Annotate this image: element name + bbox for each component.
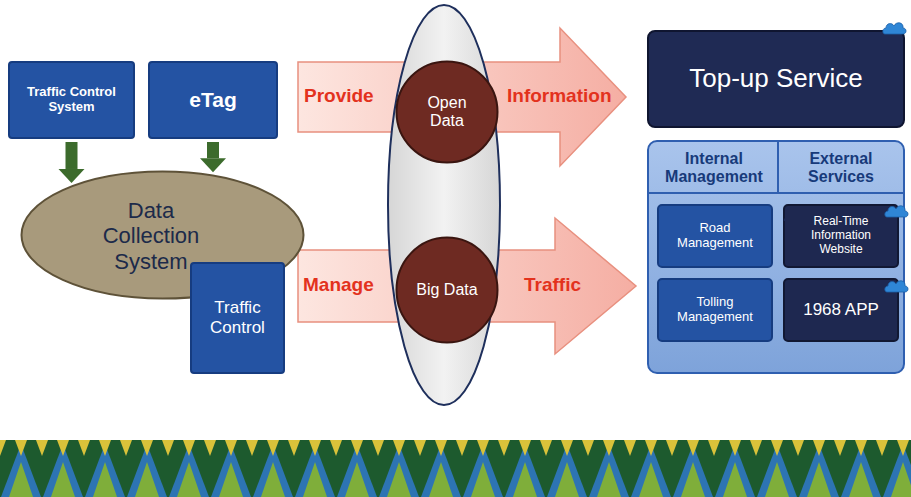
panel-heading: Internal Management — [653, 150, 775, 187]
header-divider — [777, 142, 779, 192]
node-label: eTag — [189, 88, 236, 112]
text-area: Road Management — [663, 210, 767, 262]
process-box: Traffic Control — [190, 262, 285, 374]
node-label: Tolling Management — [663, 295, 767, 325]
text-area: Big Data — [411, 252, 484, 328]
node-label: Open Data — [411, 94, 484, 131]
flow-label: Traffic — [524, 274, 581, 296]
cloud-icon — [885, 281, 908, 292]
grouping-oval — [388, 5, 500, 405]
process-box: 1968 APP — [783, 278, 899, 342]
text-area: Top-up Service — [653, 36, 899, 122]
text-area: Traffic Control System — [14, 67, 129, 133]
node-label: Road Management — [663, 221, 767, 251]
flow-label: Provide — [304, 85, 374, 107]
text-area: Tolling Management — [663, 284, 767, 336]
node-label: Traffic Control — [196, 298, 279, 337]
process-box: Tolling Management — [657, 278, 773, 342]
cloud-icon — [883, 23, 906, 34]
text-area: Open Data — [411, 76, 484, 149]
ellipse-node: Open Data — [395, 60, 499, 164]
process-box: Traffic Control System — [8, 61, 135, 139]
node-label: 1968 APP — [803, 300, 879, 320]
flow-label: Information — [507, 85, 612, 107]
block-arrow — [200, 142, 226, 172]
header-divider — [649, 192, 903, 194]
text-area: External Services — [780, 145, 902, 191]
text-area: Internal Management — [653, 145, 775, 191]
ellipse-node: Big Data — [395, 236, 499, 344]
flow-label: ...... — [783, 207, 810, 225]
text-area: Traffic Control — [196, 268, 279, 368]
text-area: 1968 APP — [789, 284, 893, 336]
block-arrow — [59, 142, 85, 183]
node-label: Big Data — [416, 281, 477, 299]
panel-heading: External Services — [780, 150, 902, 187]
cloud-icon — [885, 206, 908, 217]
text-area: eTag — [154, 67, 272, 133]
process-box: Top-up Service — [647, 30, 905, 128]
process-box: Road Management — [657, 204, 773, 268]
process-box: eTag — [148, 61, 278, 139]
node-label: Traffic Control System — [14, 85, 129, 115]
flow-label: Manage — [303, 274, 374, 296]
node-label: Top-up Service — [689, 64, 862, 94]
footer-band — [0, 440, 911, 497]
service-panel: Internal ManagementExternal ServicesRoad… — [647, 140, 905, 374]
